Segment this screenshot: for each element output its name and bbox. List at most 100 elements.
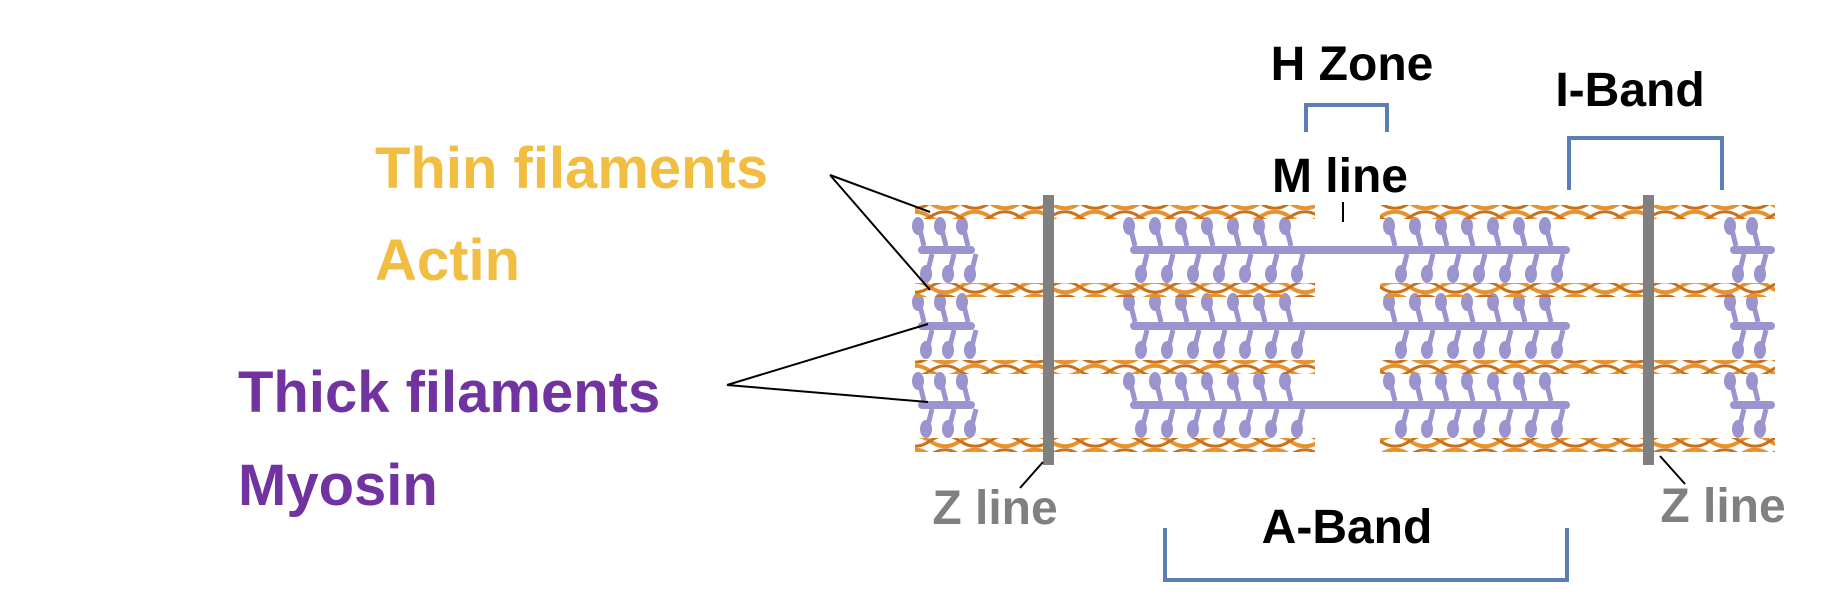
myosin-head <box>1253 217 1265 246</box>
actin-strand <box>1380 438 1775 452</box>
myosin-head <box>956 217 968 246</box>
myosin-head <box>1421 330 1433 359</box>
myosin-head <box>942 254 954 283</box>
myosin-head <box>1149 217 1161 246</box>
myosin-head <box>956 293 968 322</box>
myosin-head <box>1499 254 1511 283</box>
myosin-head <box>1447 409 1459 438</box>
myosin-head <box>1447 330 1459 359</box>
myosin-head <box>1135 254 1147 283</box>
myosin-head <box>1487 217 1499 246</box>
myosin-head <box>1746 293 1758 322</box>
z-line-left-pointer <box>1019 461 1044 489</box>
z-line-left-bar <box>1043 195 1054 465</box>
myosin-head <box>1227 293 1239 322</box>
myosin-head <box>1123 372 1135 401</box>
myosin-rod-partial <box>918 322 975 330</box>
myosin-head <box>1487 293 1499 322</box>
myosin-head <box>1123 217 1135 246</box>
myosin-head <box>912 293 924 322</box>
myosin-head <box>920 254 932 283</box>
actin-strand <box>915 205 1315 219</box>
a-band-label: A-Band <box>1262 501 1433 554</box>
myosin-head <box>1551 254 1563 283</box>
myosin-head <box>1461 372 1473 401</box>
thick-pointer-1 <box>726 323 929 386</box>
myosin-head <box>964 330 976 359</box>
myosin-head <box>1175 372 1187 401</box>
myosin-head <box>1187 409 1199 438</box>
myosin-head <box>1551 409 1563 438</box>
myosin-head <box>1754 330 1766 359</box>
myosin-head <box>920 330 932 359</box>
myosin-head <box>912 217 924 246</box>
myosin-head <box>1473 409 1485 438</box>
myosin-head <box>1539 293 1551 322</box>
myosin-head <box>1409 217 1421 246</box>
actin-strand <box>1380 360 1775 374</box>
myosin-head <box>912 372 924 401</box>
myosin-head <box>1746 372 1758 401</box>
myosin-head <box>1265 330 1277 359</box>
myosin-head <box>1291 409 1303 438</box>
actin-strand <box>915 360 1315 374</box>
myosin-head <box>1724 293 1736 322</box>
myosin-head <box>934 372 946 401</box>
myosin-head <box>1525 254 1537 283</box>
myosin-head <box>1213 409 1225 438</box>
thick-pointer-2 <box>726 384 929 403</box>
myosin-head <box>1227 372 1239 401</box>
myosin-head <box>1724 372 1736 401</box>
myosin-head <box>1265 409 1277 438</box>
actin-strand <box>1380 283 1775 297</box>
myosin-rod <box>1130 246 1570 254</box>
myosin-head <box>942 330 954 359</box>
myosin-head <box>920 409 932 438</box>
myosin-head <box>1513 372 1525 401</box>
myosin-head <box>1279 217 1291 246</box>
myosin-head <box>1201 217 1213 246</box>
myosin-head <box>1383 217 1395 246</box>
myosin-rod-partial <box>1730 246 1775 254</box>
myosin-head <box>1539 217 1551 246</box>
myosin-head <box>1175 217 1187 246</box>
myosin-head <box>1539 372 1551 401</box>
myosin-head <box>1187 254 1199 283</box>
thin-pointer-2 <box>829 174 931 291</box>
actin-strand <box>915 283 1315 297</box>
z-line-right-bar <box>1643 195 1654 465</box>
myosin-head <box>1135 330 1147 359</box>
myosin-head <box>1161 254 1173 283</box>
myosin-head <box>1213 254 1225 283</box>
thin-pointer-1 <box>829 174 931 213</box>
myosin-rod-partial <box>1730 322 1775 330</box>
myosin-head <box>1421 254 1433 283</box>
myosin-head <box>1291 330 1303 359</box>
myosin-head <box>956 372 968 401</box>
actin-filaments <box>915 205 1775 452</box>
myosin-head <box>1149 293 1161 322</box>
myosin-head <box>1383 293 1395 322</box>
myosin-head <box>1175 293 1187 322</box>
myosin-head <box>1279 293 1291 322</box>
thin-filaments-label: Thin filaments <box>375 136 768 201</box>
myosin-head <box>1421 409 1433 438</box>
myosin-head <box>1161 330 1173 359</box>
i-band-bracket <box>1567 136 1724 190</box>
myosin-head <box>964 254 976 283</box>
h-zone-label: H Zone <box>1271 38 1434 91</box>
h-zone-bracket <box>1304 103 1389 132</box>
myosin-head <box>1499 330 1511 359</box>
myosin-head <box>942 409 954 438</box>
myosin-head <box>1746 217 1758 246</box>
myosin-head <box>1499 409 1511 438</box>
myosin-head <box>1732 409 1744 438</box>
myosin-head <box>1447 254 1459 283</box>
myosin-head <box>1149 372 1161 401</box>
myosin-head <box>1239 330 1251 359</box>
myosin-rod-partial <box>918 401 975 409</box>
myosin-rod-partial <box>1730 401 1775 409</box>
myosin-head <box>1227 217 1239 246</box>
myosin-filaments <box>912 217 1775 438</box>
myosin-head <box>1513 217 1525 246</box>
